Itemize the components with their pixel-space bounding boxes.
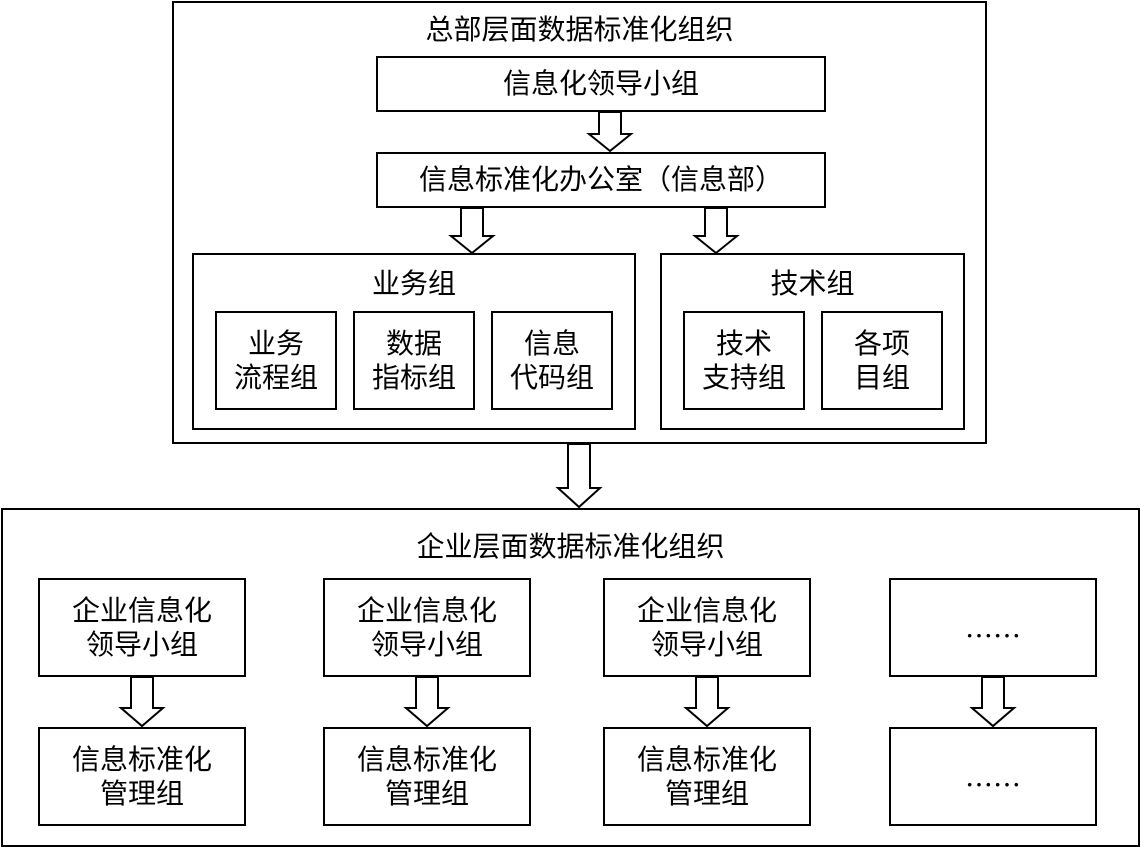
leadership-group-box: 信息化领导小组 [376,56,826,112]
arrow-hq-to-enterprise [555,443,603,509]
info-code-group-box: 信息 代码组 [491,311,613,410]
standardization-office-box: 信息标准化办公室（信息部） [376,152,826,208]
ellipsis-box: …… [889,578,1097,677]
business-process-group-box: 业务 流程组 [215,311,337,410]
enterprise-management-box: 信息标准化 管理组 [603,727,811,826]
arrow-leadership-to-office [586,111,634,153]
enterprise-leadership-box: 企业信息化 领导小组 [323,578,531,677]
arrow-enterprise-col1 [118,676,166,728]
data-indicator-group-box: 数据 指标组 [353,311,475,410]
arrow-enterprise-col2 [403,676,451,728]
enterprise-leadership-box: 企业信息化 领导小组 [38,578,246,677]
arrow-enterprise-col3 [683,676,731,728]
enterprise-org-title: 企业层面数据标准化组织 [416,530,725,563]
business-group-title: 业务组 [371,267,456,300]
hq-org-title: 总部层面数据标准化组织 [425,13,734,46]
arrow-office-to-business [448,207,496,255]
arrow-office-to-tech [692,207,740,255]
project-groups-box: 各项 目组 [821,311,943,410]
enterprise-management-box: 信息标准化 管理组 [38,727,246,826]
enterprise-management-box: 信息标准化 管理组 [323,727,531,826]
enterprise-leadership-box: 企业信息化 领导小组 [603,578,811,677]
tech-group-title: 技术组 [770,267,855,300]
arrow-enterprise-col4 [969,676,1017,728]
ellipsis-box: …… [889,727,1097,826]
tech-support-group-box: 技术 支持组 [683,311,805,410]
